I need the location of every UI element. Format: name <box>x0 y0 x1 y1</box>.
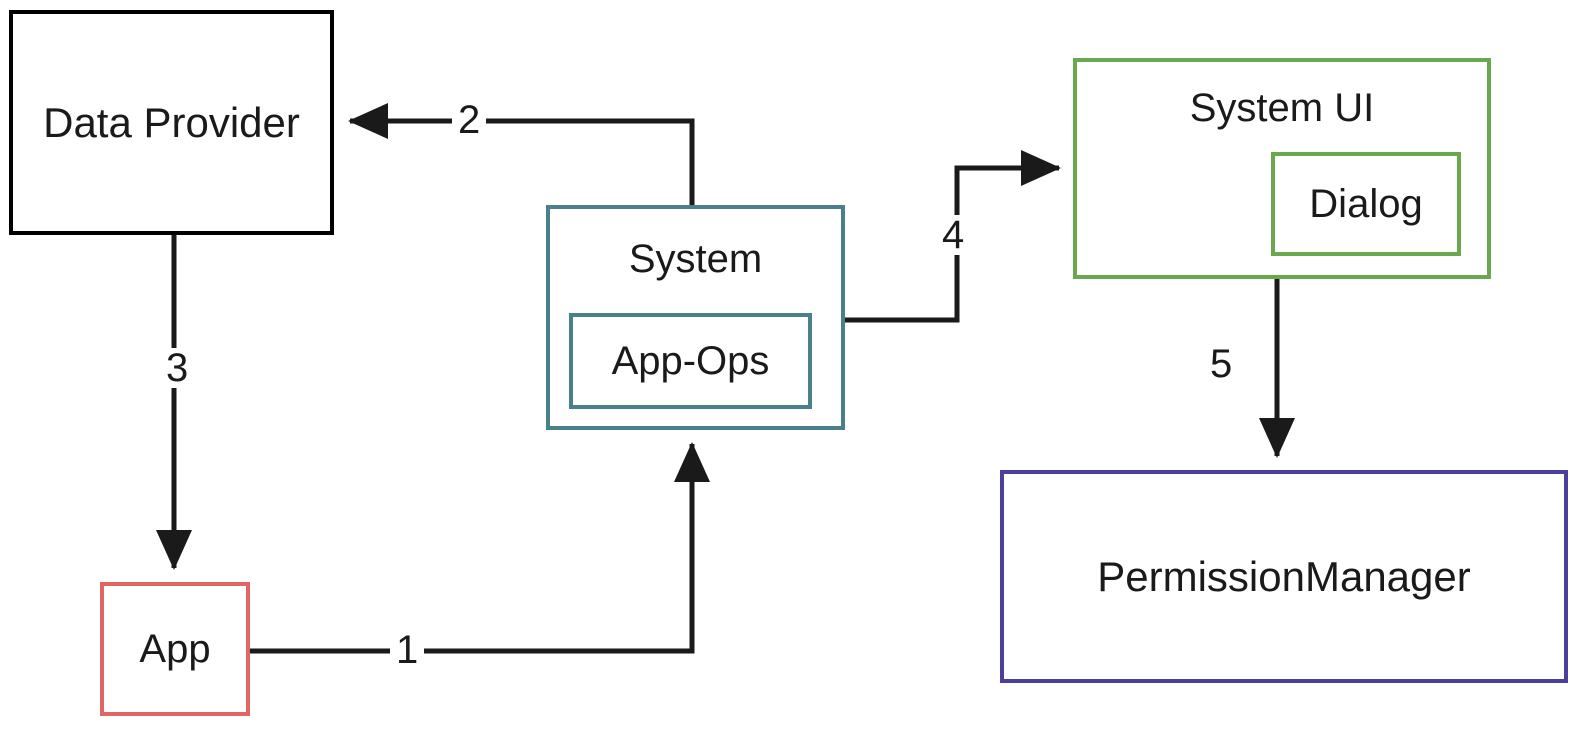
node-system-label: System <box>628 237 763 281</box>
edge-label-4: 4 <box>936 215 971 255</box>
edge-label-5: 5 <box>1204 344 1239 384</box>
node-app[interactable]: App <box>100 582 250 716</box>
edge-label-3: 3 <box>160 348 195 388</box>
node-system-ui-label: System UI <box>1189 86 1375 130</box>
node-data-provider[interactable]: Data Provider <box>9 10 334 235</box>
edge-label-2: 2 <box>452 100 487 140</box>
node-app-ops-label: App-Ops <box>611 339 770 383</box>
node-permission-manager-label: PermissionManager <box>1097 552 1471 600</box>
node-data-provider-label: Data Provider <box>43 98 300 146</box>
node-dialog-label: Dialog <box>1309 182 1423 226</box>
node-dialog[interactable]: Dialog <box>1271 152 1461 256</box>
connector-2-system-to-data-provider <box>347 102 695 205</box>
edge-label-1: 1 <box>390 630 425 670</box>
node-permission-manager[interactable]: PermissionManager <box>1000 470 1568 683</box>
node-app-ops[interactable]: App-Ops <box>569 313 812 409</box>
connector-1-app-to-system <box>250 441 711 654</box>
node-app-label: App <box>139 627 211 671</box>
